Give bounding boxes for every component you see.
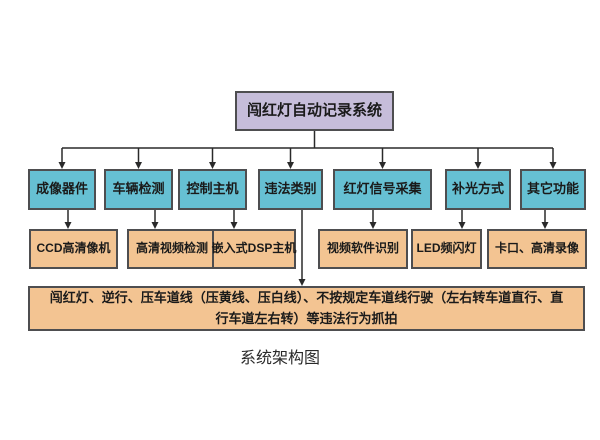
node-violation-type: 违法类别 (258, 169, 323, 210)
node-video-software-recognition: 视频软件识别 (318, 229, 408, 269)
connector-arrowhead (58, 162, 66, 169)
connector-arrowhead (230, 222, 238, 229)
node-hd-video-detection: 高清视频检测 (127, 229, 217, 269)
node-red-light-signal-capture: 红灯信号采集 (333, 169, 432, 210)
node-other-functions: 其它功能 (520, 169, 586, 210)
connector-arrowhead (298, 279, 306, 286)
node-led-strobe-light: LED频闪灯 (411, 229, 482, 269)
connector-arrowhead (379, 162, 386, 169)
connector-arrowhead (64, 222, 72, 229)
node-imaging-device: 成像器件 (28, 169, 96, 210)
node-vehicle-detection: 车辆检测 (104, 169, 173, 210)
node-system-root: 闯红灯自动记录系统 (235, 91, 394, 131)
connector-arrowhead (209, 162, 216, 169)
connector-arrowhead (287, 162, 294, 169)
connector-arrowhead (135, 162, 142, 169)
diagram-caption: 系统架构图 (239, 350, 320, 367)
node-fill-light-mode: 补光方式 (445, 169, 511, 210)
node-control-host: 控制主机 (178, 169, 247, 210)
connector-arrowhead (369, 222, 377, 229)
node-ccd-hd-camera: CCD高清像机 (29, 229, 118, 269)
connector-arrowhead (458, 222, 466, 229)
node-checkpoint-hd-recording: 卡口、高清录像 (487, 229, 587, 269)
connector-arrowhead (541, 222, 549, 229)
connector-arrowhead (549, 162, 557, 169)
connector-arrowhead (151, 222, 159, 229)
node-violation-capture-summary: 闯红灯、逆行、压车道线（压黄线、压白线）、不按规定车道线行驶（左右转车道直行、直… (28, 286, 585, 331)
node-embedded-dsp-host: 嵌入式DSP主机 (212, 229, 296, 269)
connector-arrowhead (474, 162, 482, 169)
